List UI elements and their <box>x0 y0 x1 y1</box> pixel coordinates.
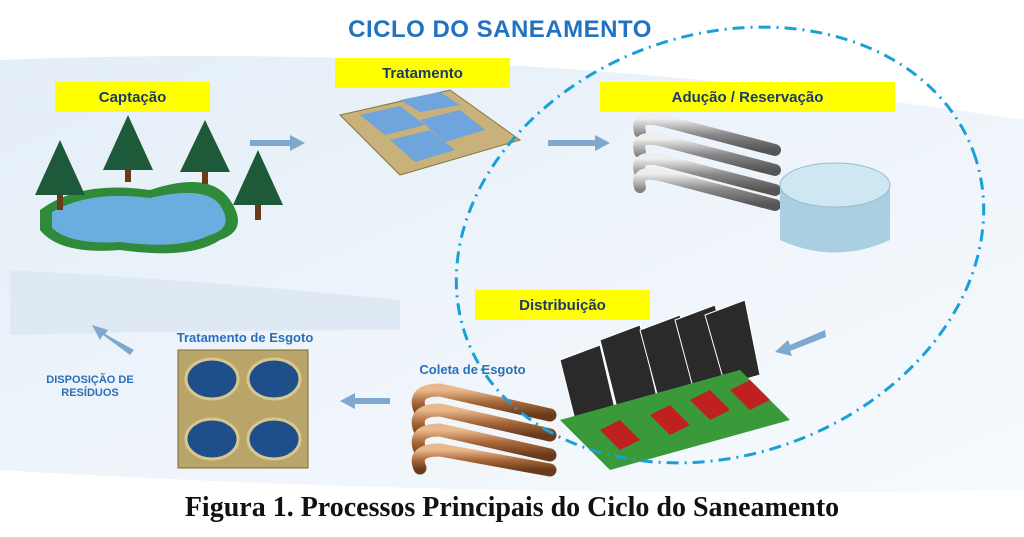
label-captacao: Captação <box>55 82 210 112</box>
label-tratamento: Tratamento <box>335 58 510 88</box>
label-coleta-esgoto: Coleta de Esgoto <box>419 362 526 377</box>
label-aducao-reservacao: Adução / Reservação <box>600 82 895 112</box>
figure-caption: Figura 1. Processos Principais do Ciclo … <box>184 492 840 523</box>
label-disposicao-residuos: DISPOSIÇÃO DE RESÍDUOS <box>20 374 160 400</box>
reservoir <box>779 162 891 253</box>
sewage-pipes <box>411 383 557 477</box>
label-tratamento-esgoto: Tratamento de Esgoto <box>176 330 314 345</box>
label-disposicao-line2: RESÍDUOS <box>61 387 119 399</box>
sewage-treatment-plant <box>177 349 309 469</box>
trees <box>35 115 283 220</box>
diagram-title: CICLO DO SANEAMENTO <box>348 16 652 43</box>
label-distribuicao: Distribuição <box>475 290 650 320</box>
adduction-pipes <box>633 112 781 211</box>
cycle-loop <box>454 25 986 465</box>
flow-arrows <box>92 135 826 409</box>
label-disposicao-line1: DISPOSIÇÃO DE <box>46 374 134 386</box>
